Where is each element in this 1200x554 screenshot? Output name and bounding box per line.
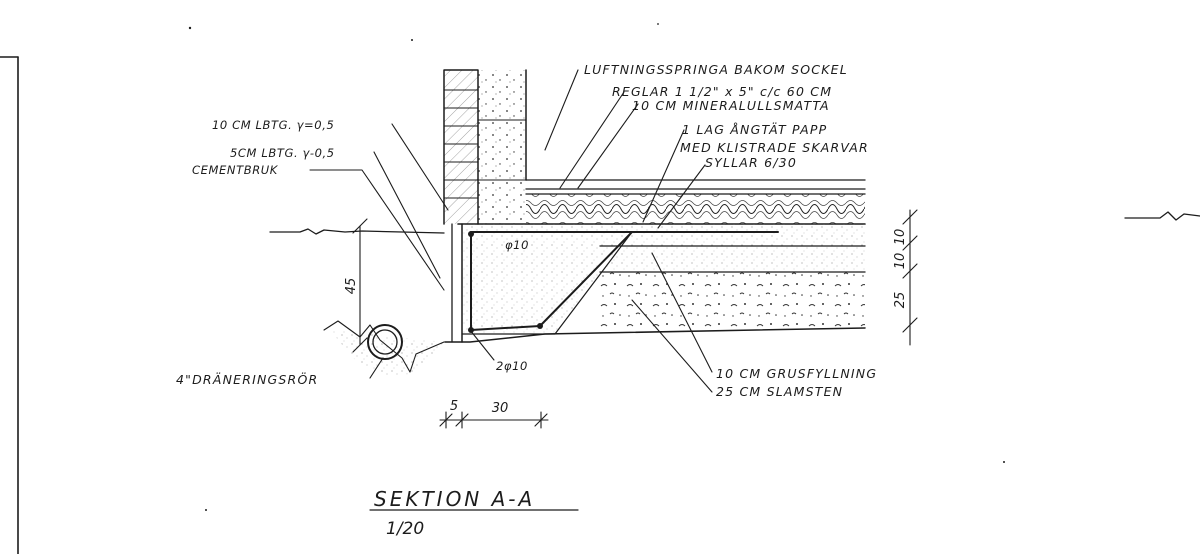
label-papp-2: MED KLISTRADE SKARVAR: [680, 140, 869, 155]
label-lbtg-5: 5CM LBTG. γ-0,5: [230, 146, 335, 160]
label-rebar-bottom: 2φ10: [496, 359, 528, 373]
drain-pipe: [367, 324, 403, 360]
dim-depth: 45: [344, 278, 359, 295]
label-cementbruk: CEMENTBRUK: [192, 163, 279, 177]
labels: LUFTNINGSSPRINGA BAKOM SOCKEL REGLAR 1 1…: [176, 62, 877, 399]
dimension-lines: [352, 209, 918, 429]
dim-w30: 30: [492, 401, 509, 416]
scan-specks: [188, 23, 1005, 511]
dimension-texts: 45 5 30 10 10 25: [344, 229, 908, 416]
label-grus: 10 CM GRUSFYLLNING: [716, 366, 877, 381]
label-papp-1: 1 LAG ÅNGTÄT PAPP: [682, 122, 827, 137]
leader-lines: [309, 69, 713, 393]
label-mineralull: 10 CM MINERALULLSMATTA: [632, 98, 830, 113]
dim-r25: 25: [893, 292, 908, 309]
label-slamsten: 25 CM SLAMSTEN: [716, 384, 843, 399]
section-title: SEKTION A-A: [374, 487, 535, 511]
floor-build-up: [457, 179, 866, 225]
label-syllar: SYLLAR 6/30: [705, 155, 797, 170]
dim-r10a: 10: [893, 229, 908, 246]
dim-r10b: 10: [893, 253, 908, 270]
label-lbtg-10: 10 CM LBTG. γ=0,5: [212, 118, 334, 132]
foundation: [444, 223, 866, 343]
label-drain: 4"DRÄNERINGSRÖR: [176, 371, 318, 387]
sheet-border: [0, 56, 19, 554]
reinforcement: [468, 231, 779, 333]
ground: [269, 211, 1200, 375]
lightweight-concrete-wall: [477, 69, 527, 224]
title-block: SEKTION A-A 1/20: [369, 487, 579, 539]
label-rebar-top: φ10: [505, 238, 529, 252]
dim-w5: 5: [450, 399, 458, 414]
label-luftning: LUFTNINGSSPRINGA BAKOM SOCKEL: [584, 62, 848, 77]
label-reglar: REGLAR 1 1/2" x 5" c/c 60 CM: [612, 84, 832, 99]
section-scale: 1/20: [386, 519, 424, 539]
masonry-wall: [443, 69, 479, 225]
